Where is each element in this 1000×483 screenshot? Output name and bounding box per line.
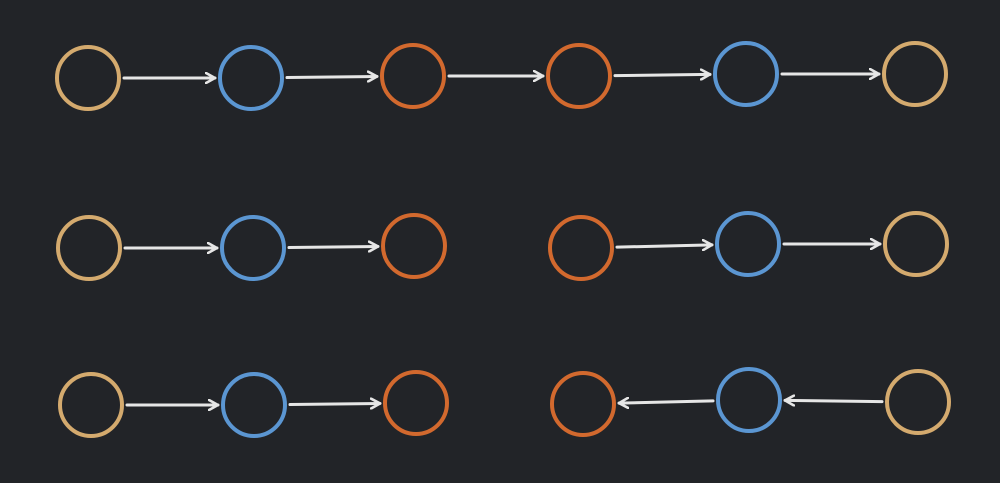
- chain-middle-right: [548, 211, 949, 281]
- chain-top-node-5-blue: [713, 41, 779, 107]
- chain-middle-right-arrow-1: [615, 245, 714, 247]
- nodes-layer: [55, 41, 951, 438]
- chain-middle-left-node-1-tan: [56, 215, 122, 281]
- chain-middle-left-node-3-orange: [381, 213, 447, 279]
- chain-bottom-left-arrow-2: [288, 403, 382, 404]
- chain-top: [55, 41, 948, 111]
- chain-bottom-right-node-1-orange: [550, 371, 616, 437]
- chain-bottom-left-node-3-orange: [383, 370, 449, 436]
- chain-middle-left-node-2-blue: [220, 215, 286, 281]
- chain-top-node-2-blue: [218, 45, 284, 111]
- chain-bottom-right-arrow-1: [617, 401, 715, 403]
- chain-middle-right-node-3-tan: [883, 211, 949, 277]
- chain-middle-left: [56, 213, 447, 281]
- edges-layer: [122, 74, 884, 405]
- chain-bottom-left-node-1-tan: [58, 372, 124, 438]
- chain-bottom-right: [550, 367, 951, 437]
- chain-top-node-6-tan: [882, 41, 948, 107]
- chain-top-arrow-2: [285, 76, 379, 77]
- chain-bottom-left-node-2-blue: [221, 372, 287, 438]
- chain-top-node-1-tan: [55, 45, 121, 111]
- chain-top-node-3-orange: [380, 43, 446, 109]
- chain-middle-left-arrow-2: [287, 246, 380, 247]
- chain-bottom-left: [58, 370, 449, 438]
- chain-middle-right-node-1-orange: [548, 215, 614, 281]
- chain-middle-right-node-2-blue: [715, 211, 781, 277]
- chain-bottom-right-node-2-blue: [716, 367, 782, 433]
- chain-top-node-4-orange: [546, 43, 612, 109]
- chain-top-arrow-4: [613, 74, 712, 75]
- chain-bottom-right-node-3-tan: [885, 369, 951, 435]
- chain-bottom-right-arrow-2: [783, 400, 884, 401]
